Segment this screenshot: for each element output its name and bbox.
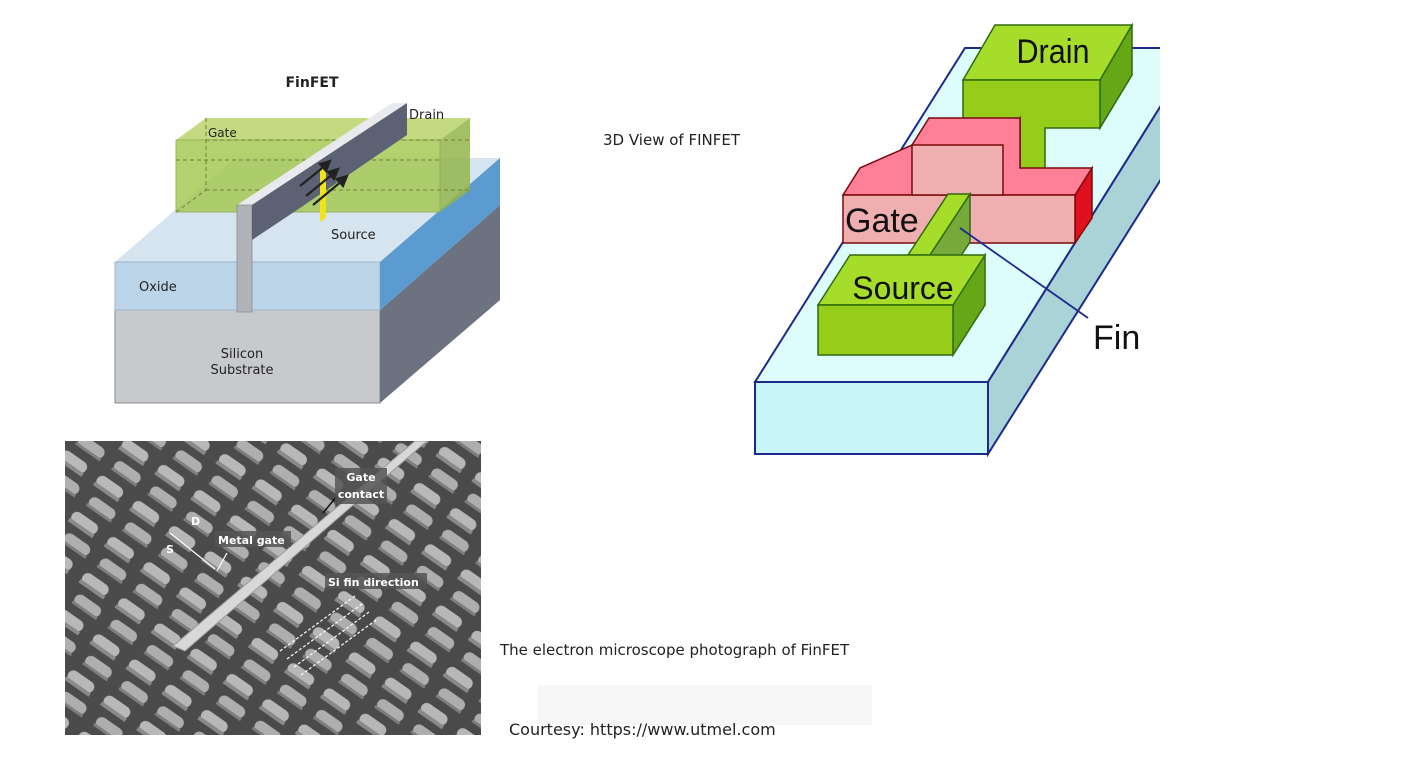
view3d-fin-label: Fin — [1093, 319, 1140, 357]
substrate-side — [380, 205, 500, 403]
fin-pointer-line — [959, 227, 1089, 319]
gate-hidden-edges — [175, 118, 470, 213]
view3d-drain-label: Drain — [1016, 33, 1089, 71]
fin-front — [236, 204, 253, 313]
finfet-substrate-label-2: Substrate — [210, 363, 273, 378]
micrograph-arrows — [169, 495, 377, 676]
gate-3d-front-raised — [911, 144, 1004, 196]
finfet-3d-view: Drain Gate Source Fin — [753, 22, 1160, 458]
micrograph-caption: The electron microscope photograph of Fi… — [500, 641, 850, 659]
gate-contact-label-1: Gate — [346, 471, 375, 484]
fin-top — [237, 103, 407, 205]
gate-side — [440, 118, 470, 212]
base-front — [754, 381, 989, 455]
gate-contact-label-2: contact — [338, 488, 384, 501]
finfet-oxide-label: Oxide — [139, 280, 177, 295]
source-front — [817, 304, 954, 356]
oxide-side — [380, 158, 500, 310]
finfet-source-label: Source — [331, 228, 376, 243]
fin-direction-label-bg — [325, 573, 427, 589]
finfet-gate-label: Gate — [208, 126, 237, 140]
view3d-gate-label: Gate — [845, 202, 919, 240]
finfet-substrate-label-1: Silicon — [221, 347, 263, 362]
view3d-caption: 3D View of FINFET — [603, 131, 740, 149]
fin-direction-label: Si fin direction — [328, 576, 419, 589]
courtesy-text: Courtesy: https://www.utmel.com — [509, 720, 776, 739]
d-label: D — [191, 515, 200, 528]
finfet-title: FinFET — [285, 75, 338, 91]
finfet-drain-label: Drain — [409, 108, 444, 123]
view3d-source-label: Source — [852, 270, 953, 306]
electron-micrograph: Gate contact Metal gate Si fin direction… — [65, 441, 481, 735]
metal-gate-label: Metal gate — [218, 534, 285, 547]
finfet-diagram: FinFET Gate Drain Source Oxide Silicon S… — [114, 75, 500, 404]
current-arrows — [299, 159, 349, 206]
gate-contact-label-bg — [335, 468, 387, 504]
metal-gate-label-bg — [215, 531, 291, 547]
courtesy-strip — [538, 685, 872, 725]
base-side — [987, 105, 1160, 458]
s-label: S — [166, 543, 174, 556]
